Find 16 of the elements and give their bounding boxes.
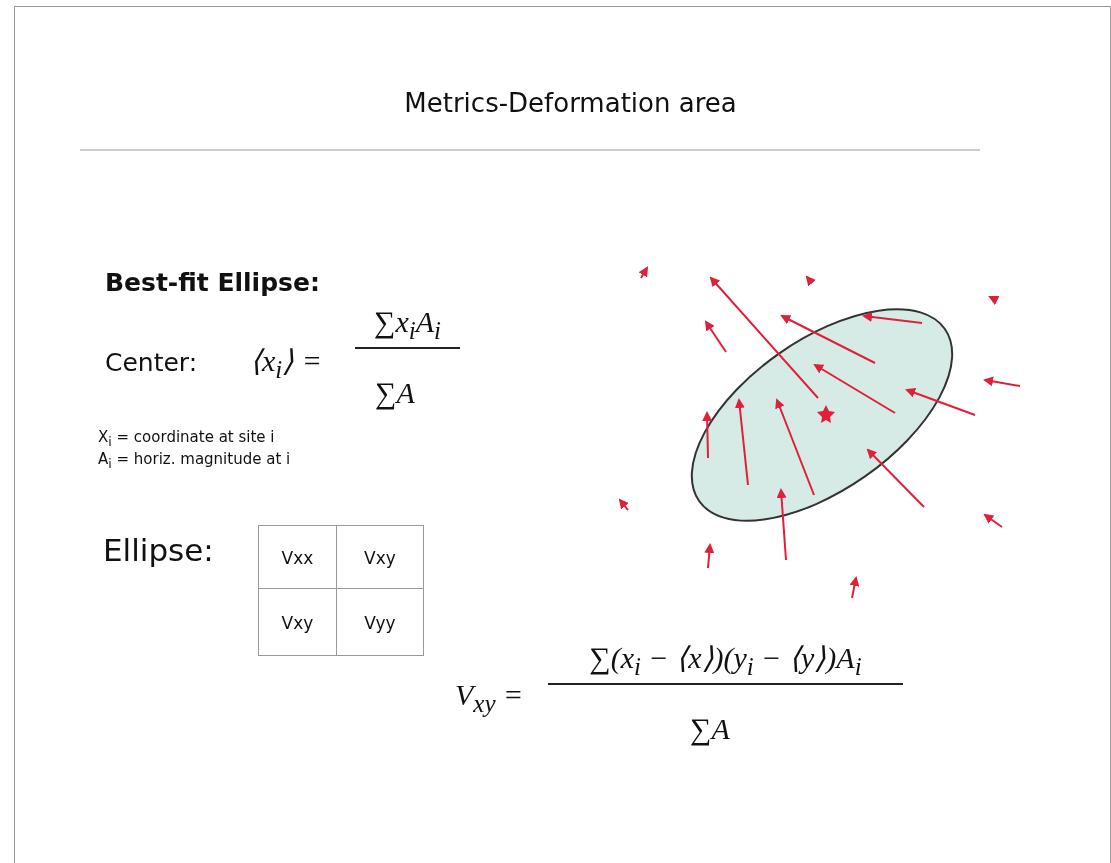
matrix-cell: Vxx (258, 525, 337, 589)
definition-text: X$_{i}$ = coordinate at site i (98, 428, 275, 449)
formula-lhs: V$_{xy}$ = (455, 678, 524, 718)
section-heading: Ellipse: (103, 532, 214, 568)
formula-lhs: ⟨x$_{i}$⟩ = (250, 343, 323, 384)
formula-denominator: ∑A (690, 712, 730, 746)
definition-text: A$_{i}$ = horiz. magnitude at i (98, 450, 291, 471)
matrix-cell: Vxy (336, 525, 424, 589)
formula-numerator: ∑(x$_{i}$ − ⟨x⟩)(y$_{i}$ − ⟨y⟩)A$_{i}$ (548, 640, 903, 685)
row-label: Center: (105, 348, 198, 377)
matrix-cell: Vxy (258, 588, 337, 656)
section-heading: Best-fit Ellipse: (105, 268, 320, 297)
matrix-cell: Vyy (336, 588, 424, 656)
formula-numerator: ∑x$_{i}$A$_{i}$ (355, 305, 460, 349)
slide-title: Metrics-Deformation area (403, 88, 738, 118)
formula-denominator: ∑A (375, 376, 415, 410)
